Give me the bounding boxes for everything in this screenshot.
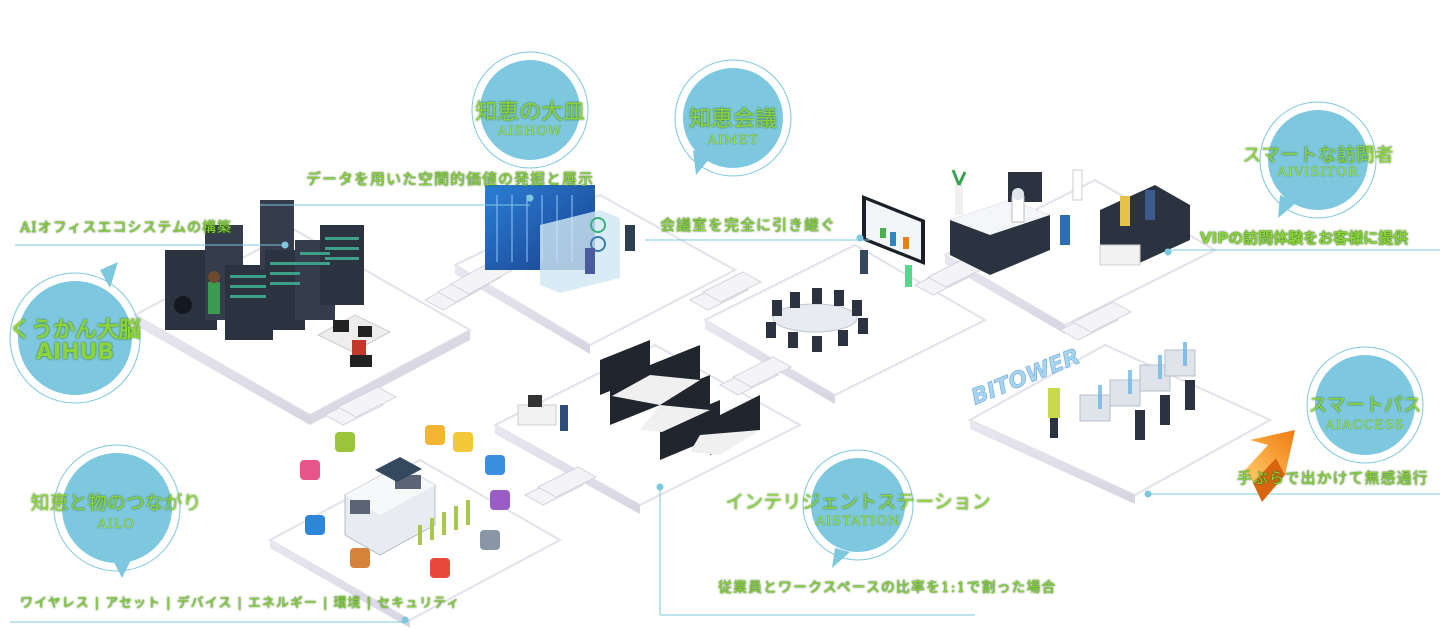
bubble-ailo: [53, 444, 181, 578]
aiaccess-title: スマートパス: [1308, 394, 1422, 416]
meeting-room-illustration: [766, 195, 925, 352]
bubble-aihub: [9, 262, 141, 404]
ailo-code: AILO: [97, 517, 135, 532]
arrow-up-right-icon: [1245, 430, 1295, 502]
aivisitor-caption: VIPの訪問体験をお客様に提供: [1200, 229, 1409, 247]
aihub-caption: AIオフィスエコシステムの構築: [20, 220, 232, 236]
ailo-title: 知恵と物のつながり: [30, 492, 202, 514]
bubble-aistation: [802, 449, 914, 568]
bubble-aivisitor: [1259, 101, 1377, 219]
bubble-aimet: [674, 59, 792, 177]
aimet-code: AIMET: [707, 133, 759, 148]
ailo-caption: ワイヤレス | アセット | デバイス | エネルギー | 環境 | セキュリテ…: [20, 596, 461, 611]
workstations-illustration: [517, 340, 760, 460]
aihub-title: くうかん大脳: [9, 318, 141, 343]
aiaccess-caption: 手ぶらで出かけて無感通行: [1237, 469, 1429, 487]
aiaccess-code: AIACCESS: [1325, 418, 1405, 433]
aistation-code: AISTATION: [815, 514, 901, 529]
aistation-title: インテリジェントステーション: [725, 491, 991, 513]
bubble-aiaccess: [1306, 346, 1424, 464]
aishow-code: AISHOW: [497, 124, 563, 139]
data-display-illustration: [485, 185, 635, 293]
aivisitor-code: AIVISITOR: [1277, 165, 1359, 180]
aimet-caption: 会議室を完全に引き継ぐ: [660, 216, 837, 234]
aishow-title: 知恵の大皿: [474, 100, 585, 125]
server-room-illustration: [165, 200, 392, 367]
aistation-caption: 従業員とワークスペースの比率を1:1で割った場合: [718, 580, 1057, 596]
aishow-caption: データを用いた空間的価値の発掘と展示: [306, 170, 595, 188]
reception-illustration: [950, 169, 1190, 275]
iot-illustration: [300, 425, 510, 578]
stairs: [323, 256, 1133, 506]
aihub-code: AIHUB: [35, 340, 115, 365]
aimet-title: 知恵会議: [688, 107, 777, 132]
bubble-aishow: [471, 51, 589, 169]
connector-lines: [10, 194, 1440, 624]
aivisitor-title: スマートな訪問者: [1242, 144, 1394, 166]
